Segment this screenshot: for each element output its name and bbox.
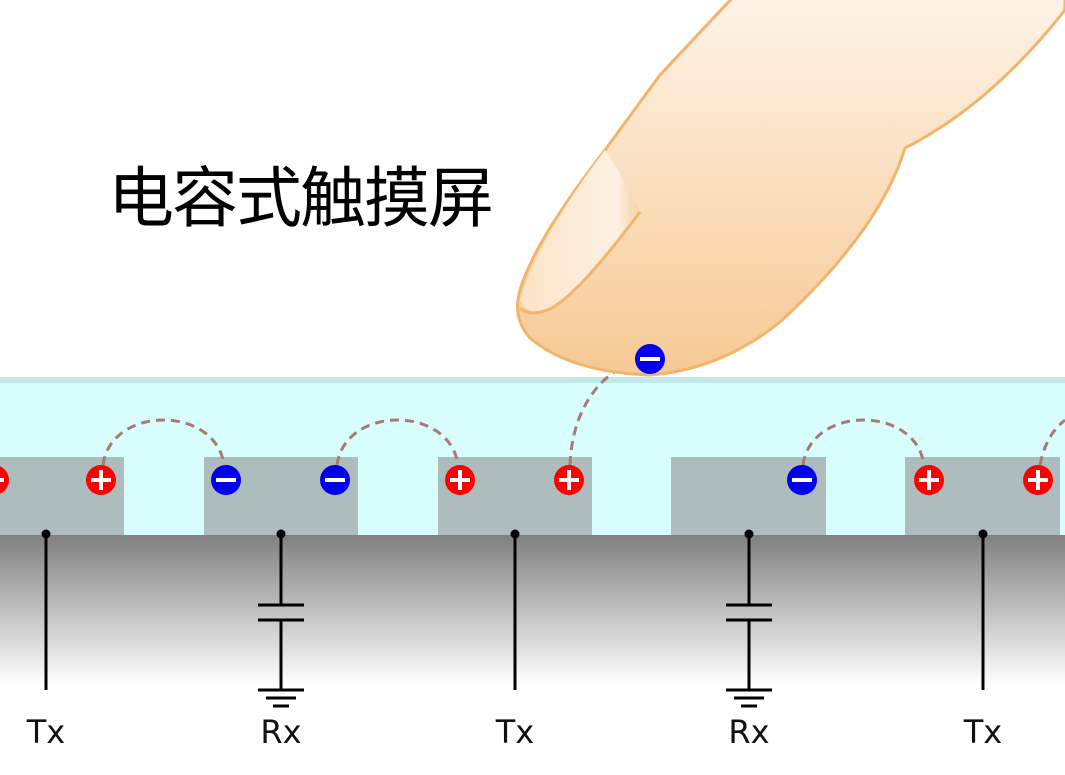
capacitor-ground-icon <box>726 534 772 708</box>
field-line <box>801 418 926 466</box>
electrode-label-tx: Tx <box>26 713 66 751</box>
diagram-title: 电容式触摸屏 <box>108 160 494 237</box>
electrode-label-tx: Tx <box>963 713 1003 751</box>
negative-charge-icon <box>211 465 241 495</box>
electrode-label-rx: Rx <box>260 713 302 751</box>
positive-charge-icon <box>914 465 944 495</box>
positive-charge-icon <box>86 465 116 495</box>
field-line-to-finger <box>568 360 637 466</box>
fingernail <box>520 150 640 312</box>
finger-body <box>516 0 1065 377</box>
field-line <box>1038 418 1065 466</box>
fingernail-edge <box>518 211 642 315</box>
negative-charge-icon <box>635 344 665 374</box>
finger <box>516 0 1065 377</box>
positive-charge-icon <box>554 465 584 495</box>
capacitor-ground-icon <box>258 534 304 708</box>
field-line <box>335 418 460 466</box>
electrode-label-rx: Rx <box>728 713 770 751</box>
negative-charge-icon <box>787 465 817 495</box>
electrode-label-tx: Tx <box>495 713 535 751</box>
negative-charge-icon <box>320 465 350 495</box>
positive-charge-icon <box>445 465 475 495</box>
glass-edge <box>0 377 1065 383</box>
positive-charge-icon <box>1023 465 1053 495</box>
field-line <box>101 418 226 466</box>
positive-charge-icon <box>0 466 9 494</box>
substrate <box>0 535 1065 685</box>
